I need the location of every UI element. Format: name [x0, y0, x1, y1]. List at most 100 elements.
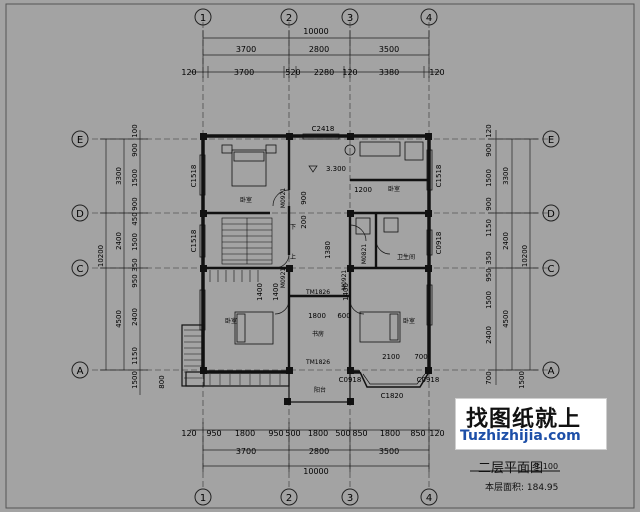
- dim-left-minor-10: 1500: [131, 371, 139, 389]
- dim-right-major-2: 4500: [502, 310, 510, 328]
- stair-up-label: 上: [290, 253, 296, 261]
- door-label-m0821: M0821: [361, 244, 368, 265]
- dim-bot-r1-10: 120: [429, 429, 444, 438]
- axis-bubbles: [71, 8, 560, 506]
- dim-top-r2-1: 3700: [234, 68, 254, 77]
- door-labels: M0921 M0921 M0821 M0921 TM1826 TM1826: [280, 188, 368, 366]
- elevation-triangle-icon: [308, 165, 318, 173]
- dim-left-minor-3: 900: [131, 197, 139, 210]
- dim-bot-r1-2: 1800: [235, 429, 255, 438]
- dim-right-minor-9: 700: [485, 371, 493, 384]
- window-label-bottom-left: C0918: [339, 376, 362, 384]
- window-label-top: C2418: [312, 125, 335, 133]
- dim-bot-r1-0: 120: [181, 429, 196, 438]
- dim-right-minor-8: 2400: [485, 326, 493, 344]
- dim-bot-overall: 10000: [303, 467, 328, 476]
- dim-bot-r1-5: 1800: [308, 429, 328, 438]
- window-label-bottom: C1820: [381, 392, 404, 400]
- dim-right-minor-1: 900: [485, 143, 493, 156]
- room-study: 书房: [312, 330, 324, 338]
- right-dimension-texts: 120 900 1500 900 1150 350 950 1500 2400 …: [485, 124, 529, 389]
- dim-left-minor-1: 900: [131, 143, 139, 156]
- room-bathroom: 卫生间: [397, 253, 415, 261]
- axis-label-right-a: A: [548, 366, 555, 377]
- watermark: 找图纸就上 Tuzhizhijia.com: [455, 398, 607, 450]
- dim-top-r2-6: 120: [429, 68, 444, 77]
- interior-dim-1: 900: [300, 191, 308, 204]
- dim-left-minor-2: 1500: [131, 169, 139, 187]
- axis-label-bottom-1: 1: [200, 493, 206, 504]
- dim-right-minor-6: 950: [485, 268, 493, 281]
- dim-right-minor-0: 120: [485, 124, 493, 137]
- dim-right-major-0: 3300: [502, 167, 510, 185]
- window-label-right-upper: C1518: [435, 165, 443, 188]
- floor-area: 本层面积: 184.95: [485, 483, 559, 493]
- door-label-tm1826-top: TM1826: [305, 289, 330, 296]
- dim-left-major-1: 2400: [115, 232, 123, 250]
- dim-bot-r1-1: 950: [206, 429, 221, 438]
- window-labels: C2418 C1518 C1518 C1518 C0918 C1820 C091…: [190, 125, 443, 400]
- dim-bot-r1-8: 1800: [380, 429, 400, 438]
- axis-label-right-d: D: [547, 209, 555, 220]
- interior-dim-0: 1200: [354, 186, 372, 194]
- axis-label-top-3: 3: [347, 13, 353, 24]
- dim-left-major-2: 4500: [115, 310, 123, 328]
- axis-label-bottom-4: 4: [426, 493, 432, 504]
- dim-right-minor-10: 1500: [518, 371, 526, 389]
- dim-left-minor-11: 800: [158, 375, 166, 388]
- window-label-right-mid: C0918: [435, 232, 443, 255]
- dim-right-minor-5: 350: [485, 251, 493, 264]
- dim-left-minor-0: 100: [131, 124, 139, 137]
- dim-left-minor-9: 1150: [131, 347, 139, 365]
- axis-label-bottom-2: 2: [286, 493, 292, 504]
- elevation-mark: 3.300: [326, 165, 346, 173]
- interior-dim-2: 200: [300, 215, 308, 228]
- windows: [199, 133, 433, 331]
- axis-label-top-1: 1: [200, 13, 206, 24]
- interior-dim-3: 1380: [324, 241, 332, 259]
- bottom-dimension-lines: [190, 422, 440, 472]
- dim-bot-r1-3: 950: [268, 429, 283, 438]
- room-bedroom-ne: 卧室: [388, 185, 400, 193]
- beds: [221, 144, 401, 345]
- door-label-m0921-upper: M0921: [280, 188, 287, 209]
- balcony-railing-hatch: [184, 329, 281, 385]
- interior-dim-11: 1400: [342, 283, 350, 301]
- dim-right-minor-3: 900: [485, 197, 493, 210]
- top-dimension-texts: 10000 3700 2800 3500 120 3700 520 2280 1…: [181, 27, 444, 77]
- bay-window: [359, 371, 430, 388]
- plan-title: 二层平面图: [478, 461, 544, 476]
- axis-label-left-e: E: [77, 135, 83, 146]
- right-dimension-lines: [488, 130, 538, 385]
- dim-left-minor-6: 350: [131, 258, 139, 271]
- interior-dimensions: 1200 900 200 1380 1800 600 2100 700 3.30…: [256, 165, 428, 361]
- left-dimension-lines: [100, 130, 148, 395]
- dim-top-r2-2: 520: [285, 68, 300, 77]
- dim-top-3: 3500: [379, 45, 399, 54]
- dim-top-r2-5: 3380: [379, 68, 399, 77]
- bathroom-fixtures: [344, 141, 424, 235]
- dim-left-major-0: 3300: [115, 167, 123, 185]
- interior-dim-10: 1400: [272, 283, 280, 301]
- room-bedroom-sw: 卧室: [225, 317, 237, 325]
- dim-right-minor-4: 1150: [485, 219, 493, 237]
- dim-top-2: 2800: [309, 45, 329, 54]
- axis-label-left-c: C: [77, 264, 84, 275]
- watermark-chinese: 找图纸就上: [466, 407, 582, 432]
- room-bedroom-se: 卧室: [403, 317, 415, 325]
- stair-down-label: 下: [290, 224, 296, 231]
- axis-label-top-2: 2: [286, 13, 292, 24]
- dim-bot-r1-6: 500: [335, 429, 350, 438]
- dim-left-minor-8: 2400: [131, 308, 139, 326]
- dim-bot-r1-9: 850: [410, 429, 425, 438]
- dim-left-minor-7: 950: [131, 274, 139, 287]
- interior-dim-5: 600: [337, 312, 350, 320]
- door-label-tm1826-bottom: TM1826: [305, 359, 330, 366]
- watermark-url: Tuzhizhijia.com: [460, 428, 581, 444]
- interior-dim-9: 1400: [256, 283, 264, 301]
- dim-bot-r1-4: 500: [285, 429, 300, 438]
- dim-left-minor-5: 1500: [131, 233, 139, 251]
- dim-right-minor-7: 1500: [485, 291, 493, 309]
